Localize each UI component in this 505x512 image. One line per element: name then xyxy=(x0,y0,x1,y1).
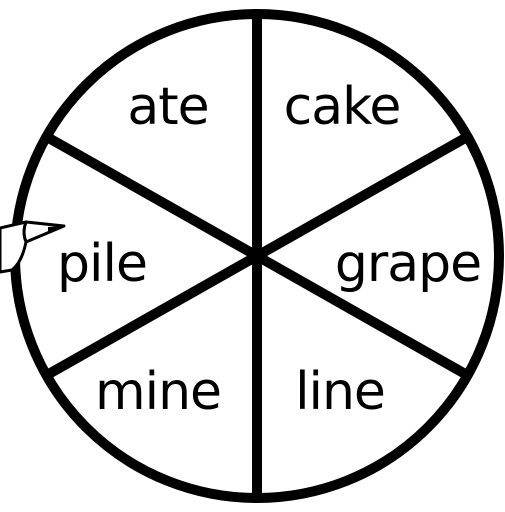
segment-label-line: line xyxy=(295,362,385,422)
segment-label-ate: ate xyxy=(127,77,208,137)
segment-label-grape: grape xyxy=(335,234,481,294)
segment-label-cake: cake xyxy=(284,77,401,137)
segment-label-pile: pile xyxy=(57,234,147,294)
segment-label-mine: mine xyxy=(95,362,221,422)
